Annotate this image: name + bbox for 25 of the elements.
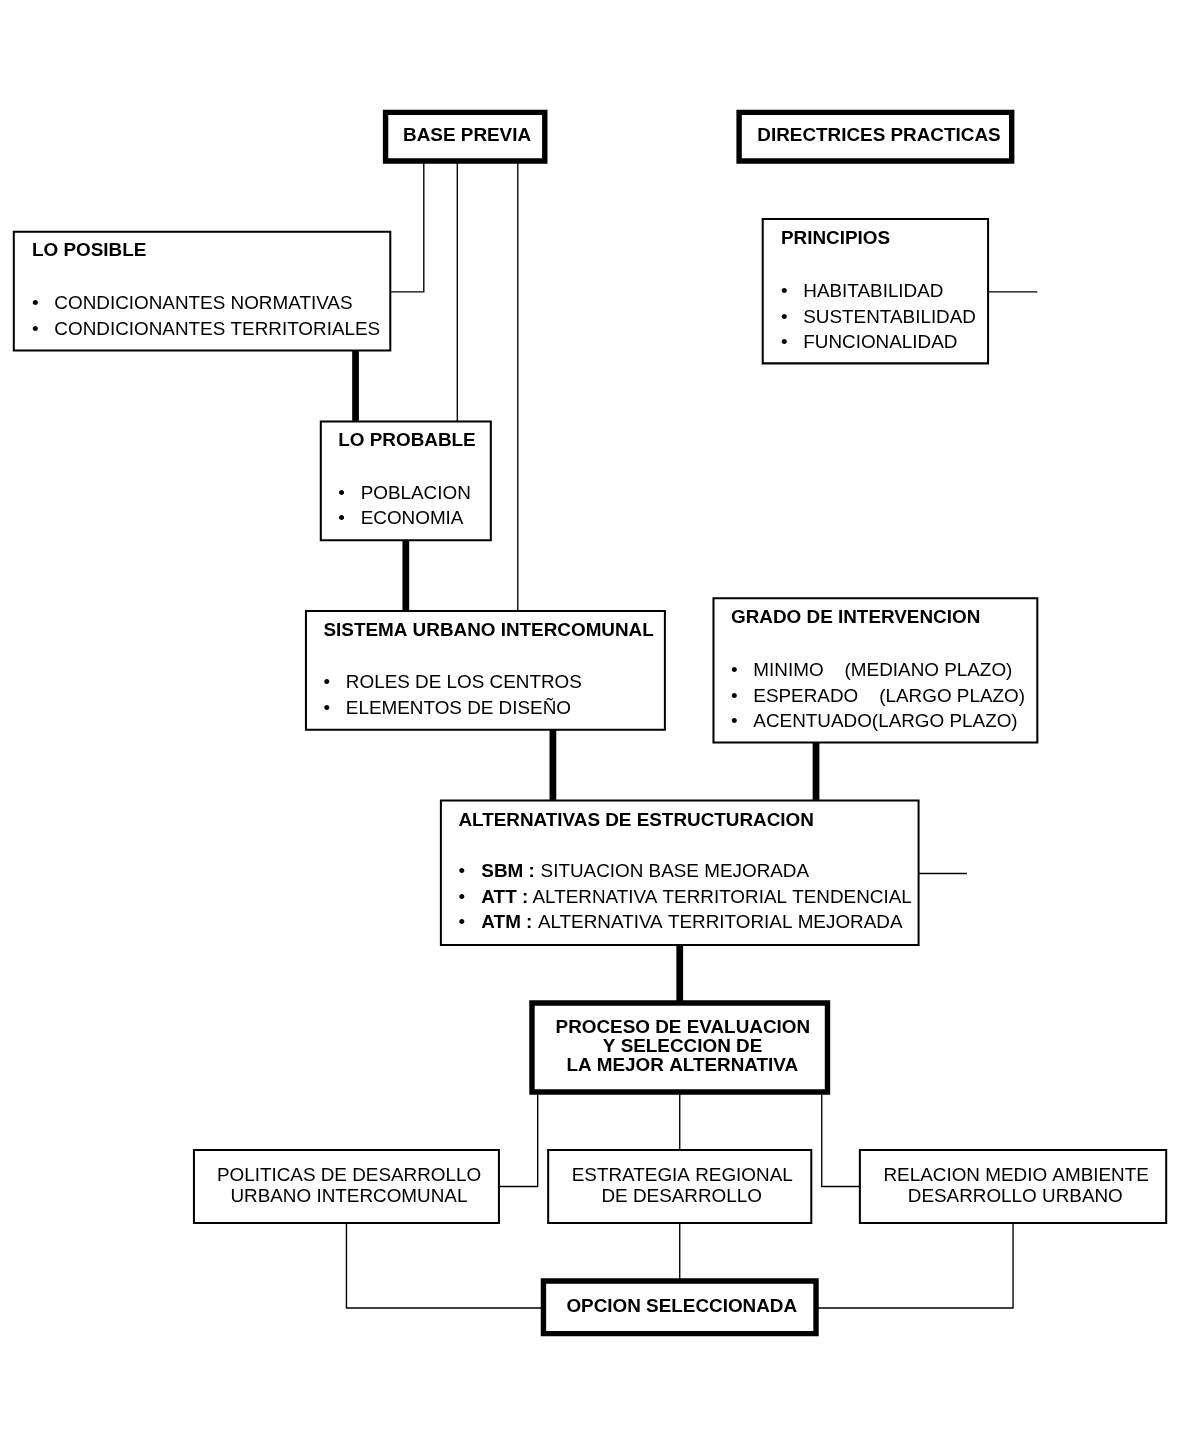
node-box: LO PROBABLE • POBLACION • ECONOMIA	[319, 419, 492, 541]
connector	[821, 1091, 861, 1187]
connector	[352, 350, 359, 421]
node-box: ESTRATEGIA REGIONAL DE DESARROLLO	[547, 1148, 813, 1224]
node-box: PROCESO DE EVALUACION Y SELECCION DE LA MEJOR ALTERNATIVA	[529, 999, 831, 1095]
connector	[987, 290, 1038, 293]
node-box: RELACION MEDIO AMBIENTE DESARROLLO URBANO	[858, 1148, 1168, 1224]
node-box: ALTERNATIVAS DE ESTRUCTURACION • SBM : SITUACION BASE MEJORADA • ATT : ALTERNATIVA TERRITORIAL TENDENCIAL • ATM : ALTERNATIVA TERRITORIAL MEJORADA	[439, 799, 920, 946]
connector	[345, 1221, 544, 1309]
node-box: LO POSIBLE • CONDICIONANTES NORMATIVAS • CONDICIONANTES TERRITORIALES	[12, 230, 392, 352]
connector	[498, 1091, 539, 1187]
node-box: DIRECTRICES PRACTICAS	[736, 109, 1015, 164]
node-box: GRADO DE INTERVENCION • MINIMO (MEDIANO PLAZO) • ESPERADO (LARGO PLAZO) • ACENTUADO(LARGO PLAZO)	[712, 596, 1039, 744]
connector	[679, 1091, 681, 1150]
connector	[389, 160, 425, 293]
connector	[456, 160, 458, 422]
connector	[676, 944, 684, 1003]
connector	[815, 1221, 1014, 1309]
node-box: OPCION SELECCIONADA	[540, 1277, 819, 1336]
connector	[679, 1222, 681, 1282]
node-box: SISTEMA URBANO INTERCOMUNAL • ROLES DE LOS CENTROS • ELEMENTOS DE DISEÑO	[304, 609, 666, 731]
node-box: BASE PREVIA	[382, 109, 548, 164]
connector	[918, 872, 968, 874]
node-box: PRINCIPIOS • HABITABILIDAD • SUSTENTABILIDAD • FUNCIONALIDAD	[761, 217, 990, 364]
node-box: POLITICAS DE DESARROLLO URBANO INTERCOMUNAL	[192, 1148, 500, 1224]
